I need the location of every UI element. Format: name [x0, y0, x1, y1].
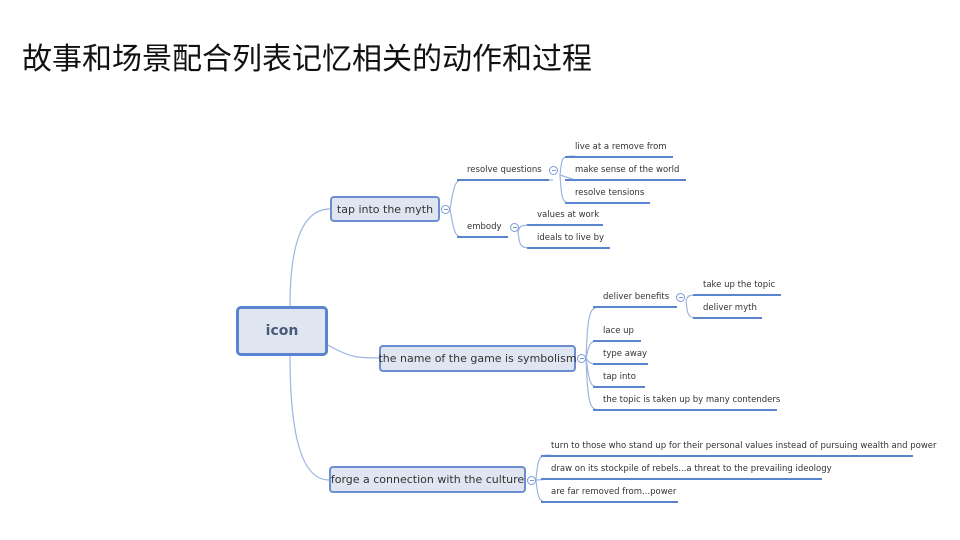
subtopic[interactable]: take up the topic [693, 279, 781, 296]
collapse-toggle-icon[interactable] [441, 205, 450, 214]
topic-forge-connection[interactable]: forge a connection with the culture [329, 466, 526, 493]
subtopic[interactable]: type away [593, 348, 648, 365]
subtopic[interactable]: deliver benefits [593, 291, 677, 308]
subtopic[interactable]: resolve questions [457, 164, 549, 181]
collapse-toggle-icon[interactable] [577, 354, 586, 363]
collapse-toggle-icon[interactable] [549, 166, 558, 175]
collapse-toggle-icon[interactable] [510, 223, 519, 232]
collapse-toggle-icon[interactable] [527, 476, 536, 485]
subtopic[interactable]: are far removed from...power [541, 486, 678, 503]
collapse-toggle-icon[interactable] [676, 293, 685, 302]
central-topic[interactable]: icon [236, 306, 328, 356]
subtopic[interactable]: resolve tensions [565, 187, 650, 204]
subtopic[interactable]: draw on its stockpile of rebels...a thre… [541, 463, 832, 480]
topic-tap-into-the-myth[interactable]: tap into the myth [330, 196, 440, 222]
subtopic[interactable]: live at a remove from [565, 141, 673, 158]
subtopic[interactable]: turn to those who stand up for their per… [541, 440, 937, 457]
subtopic[interactable]: deliver myth [693, 302, 762, 319]
subtopic[interactable]: ideals to live by [527, 232, 610, 249]
subtopic[interactable]: values at work [527, 209, 603, 226]
subtopic[interactable]: embody [457, 221, 508, 238]
subtopic[interactable]: lace up [593, 325, 641, 342]
subtopic[interactable]: make sense of the world [565, 164, 686, 181]
subtopic[interactable]: the topic is taken up by many contenders [593, 394, 780, 411]
subtopic[interactable]: tap into [593, 371, 645, 388]
topic-symbolism[interactable]: the name of the game is symbolism [378, 345, 577, 372]
slide-title: 故事和场景配合列表记忆相关的动作和过程 [22, 42, 592, 77]
